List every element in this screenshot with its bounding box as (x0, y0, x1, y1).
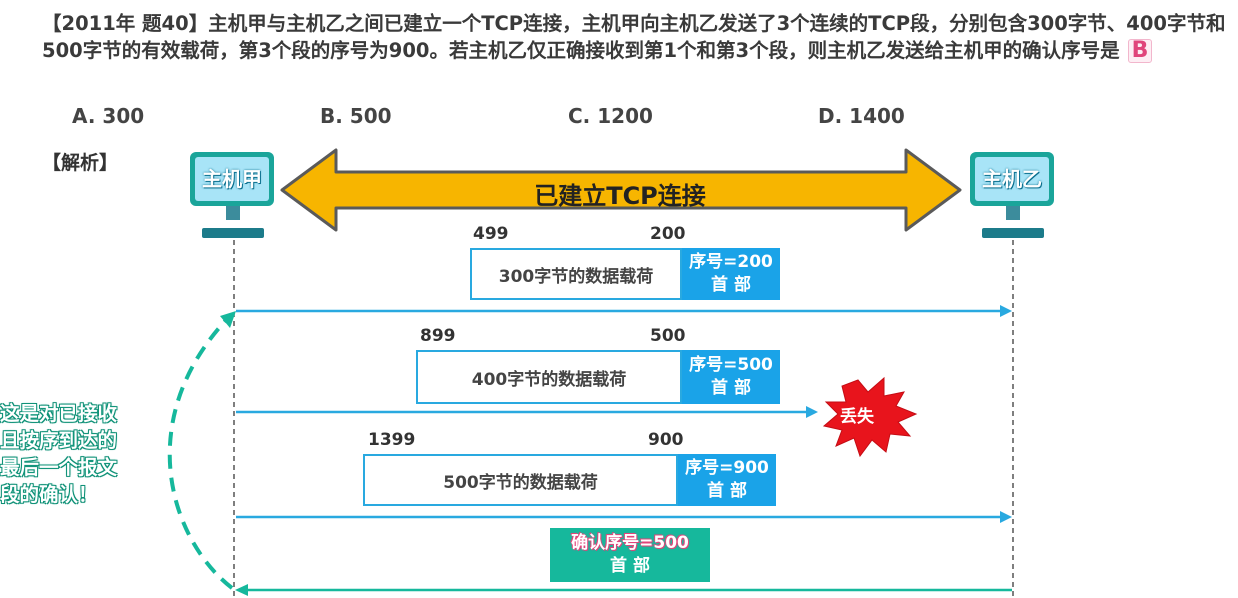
host-b-monitor: 主机乙 (970, 152, 1054, 206)
side-note-line-3: 最后一个报文 (0, 456, 118, 479)
segment-2-payload-label: 400字节的数据载荷 (471, 369, 627, 390)
lost-label: 丢失 (840, 407, 874, 427)
host-b-label: 主机乙 (975, 157, 1049, 201)
host-b-base (982, 228, 1044, 238)
segment-3-payload: 500字节的数据载荷 (363, 454, 678, 506)
segment-2-payload: 400字节的数据载荷 (416, 350, 682, 404)
side-note-line-1: 这是对已接收 (0, 402, 118, 425)
ack-arrowhead (235, 584, 248, 596)
segment-1-header-label: 首 部 (711, 275, 751, 295)
side-note-line-2: 且按序到达的 (0, 429, 118, 452)
host-b-stand (1006, 206, 1020, 220)
curved-arrowhead (220, 311, 236, 328)
ack-header-box: 确认序号=500 首 部 (550, 528, 710, 582)
segment-2-header: 序号=500 首 部 (682, 350, 780, 404)
segment-3-end-number: 1399 (368, 430, 416, 450)
question-text: 【2011年 题40】主机甲与主机乙之间已建立一个TCP连接，主机甲向主机乙发送… (42, 10, 1232, 64)
option-c: C. 1200 (568, 104, 653, 128)
segment-3-seq: 序号=900 (685, 458, 769, 478)
side-note-line-4: 段的确认！ (0, 483, 98, 506)
option-b: B. 500 (320, 104, 392, 128)
host-a-label: 主机甲 (195, 157, 269, 201)
host-a-monitor: 主机甲 (190, 152, 274, 206)
question-body: 【2011年 题40】主机甲与主机乙之间已建立一个TCP连接，主机甲向主机乙发送… (42, 12, 1226, 62)
segment-3-header: 序号=900 首 部 (678, 454, 776, 506)
segment-1-arrowhead (1000, 305, 1012, 317)
segment-3-payload-label: 500字节的数据载荷 (443, 472, 598, 493)
host-a-stand (226, 206, 240, 220)
side-note: 这是对已接收 且按序到达的 最后一个报文 段的确认！ (0, 400, 150, 508)
segment-2-header-label: 首 部 (711, 378, 751, 398)
analysis-label: 【解析】 (42, 152, 119, 174)
segment-2-arrowhead (806, 406, 818, 418)
segment-3-arrowhead (1000, 511, 1012, 523)
segment-1-payload: 300字节的数据载荷 (470, 248, 682, 300)
ack-seq: 确认序号=500 (571, 533, 689, 553)
segment-1-start-number: 200 (650, 224, 686, 244)
segment-2-end-number: 899 (420, 326, 456, 346)
ack-header-label: 首 部 (610, 556, 650, 576)
segment-3-header-label: 首 部 (707, 481, 747, 501)
host-a-base (202, 228, 264, 238)
connection-arrow (280, 148, 962, 232)
segment-1-end-number: 499 (473, 224, 509, 244)
lost-burst (822, 376, 918, 458)
option-a: A. 300 (72, 104, 145, 128)
segment-2-seq: 序号=500 (689, 355, 773, 375)
segment-1-payload-label: 300字节的数据载荷 (498, 266, 654, 287)
segment-1-header: 序号=200 首 部 (682, 248, 780, 300)
option-d: D. 1400 (818, 104, 905, 128)
segment-3-start-number: 900 (648, 430, 684, 450)
segment-1-seq: 序号=200 (689, 252, 773, 272)
segment-2-start-number: 500 (650, 326, 686, 346)
curved-arrow (167, 316, 234, 590)
connection-label: 已建立TCP连接 (534, 182, 706, 210)
answer-badge: B (1127, 39, 1153, 63)
